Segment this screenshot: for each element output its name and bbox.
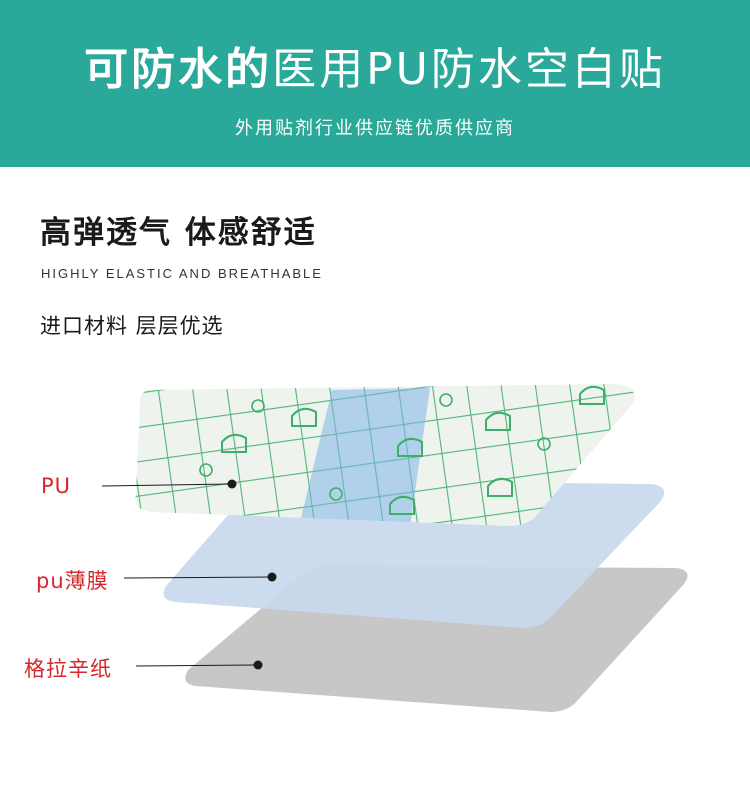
banner-subtitle: 外用贴剂行业供应链优质供应商 bbox=[235, 118, 515, 139]
header-banner: 可防水的医用PU防水空白贴 外用贴剂行业供应链优质供应商 bbox=[0, 0, 750, 167]
section-subtitle-en: HIGHLY ELASTIC AND BREATHABLE bbox=[41, 266, 323, 281]
banner-title: 可防水的医用PU防水空白贴 bbox=[0, 40, 750, 100]
pu-film-marker-dot bbox=[267, 572, 277, 582]
banner-title-regular: 医用PU防水空白贴 bbox=[272, 44, 666, 95]
layer-label-pu-film: pu薄膜 bbox=[36, 569, 109, 593]
banner-title-bold: 可防水的 bbox=[84, 44, 273, 95]
pu-marker-dot bbox=[227, 479, 237, 489]
section-title: 高弹透气 体感舒适 bbox=[40, 215, 317, 251]
layer-label-glassine: 格拉辛纸 bbox=[24, 657, 112, 681]
section-note: 进口材料 层层优选 bbox=[40, 314, 224, 338]
glassine-marker-dot bbox=[253, 660, 263, 670]
layer-label-pu: PU bbox=[41, 474, 72, 498]
